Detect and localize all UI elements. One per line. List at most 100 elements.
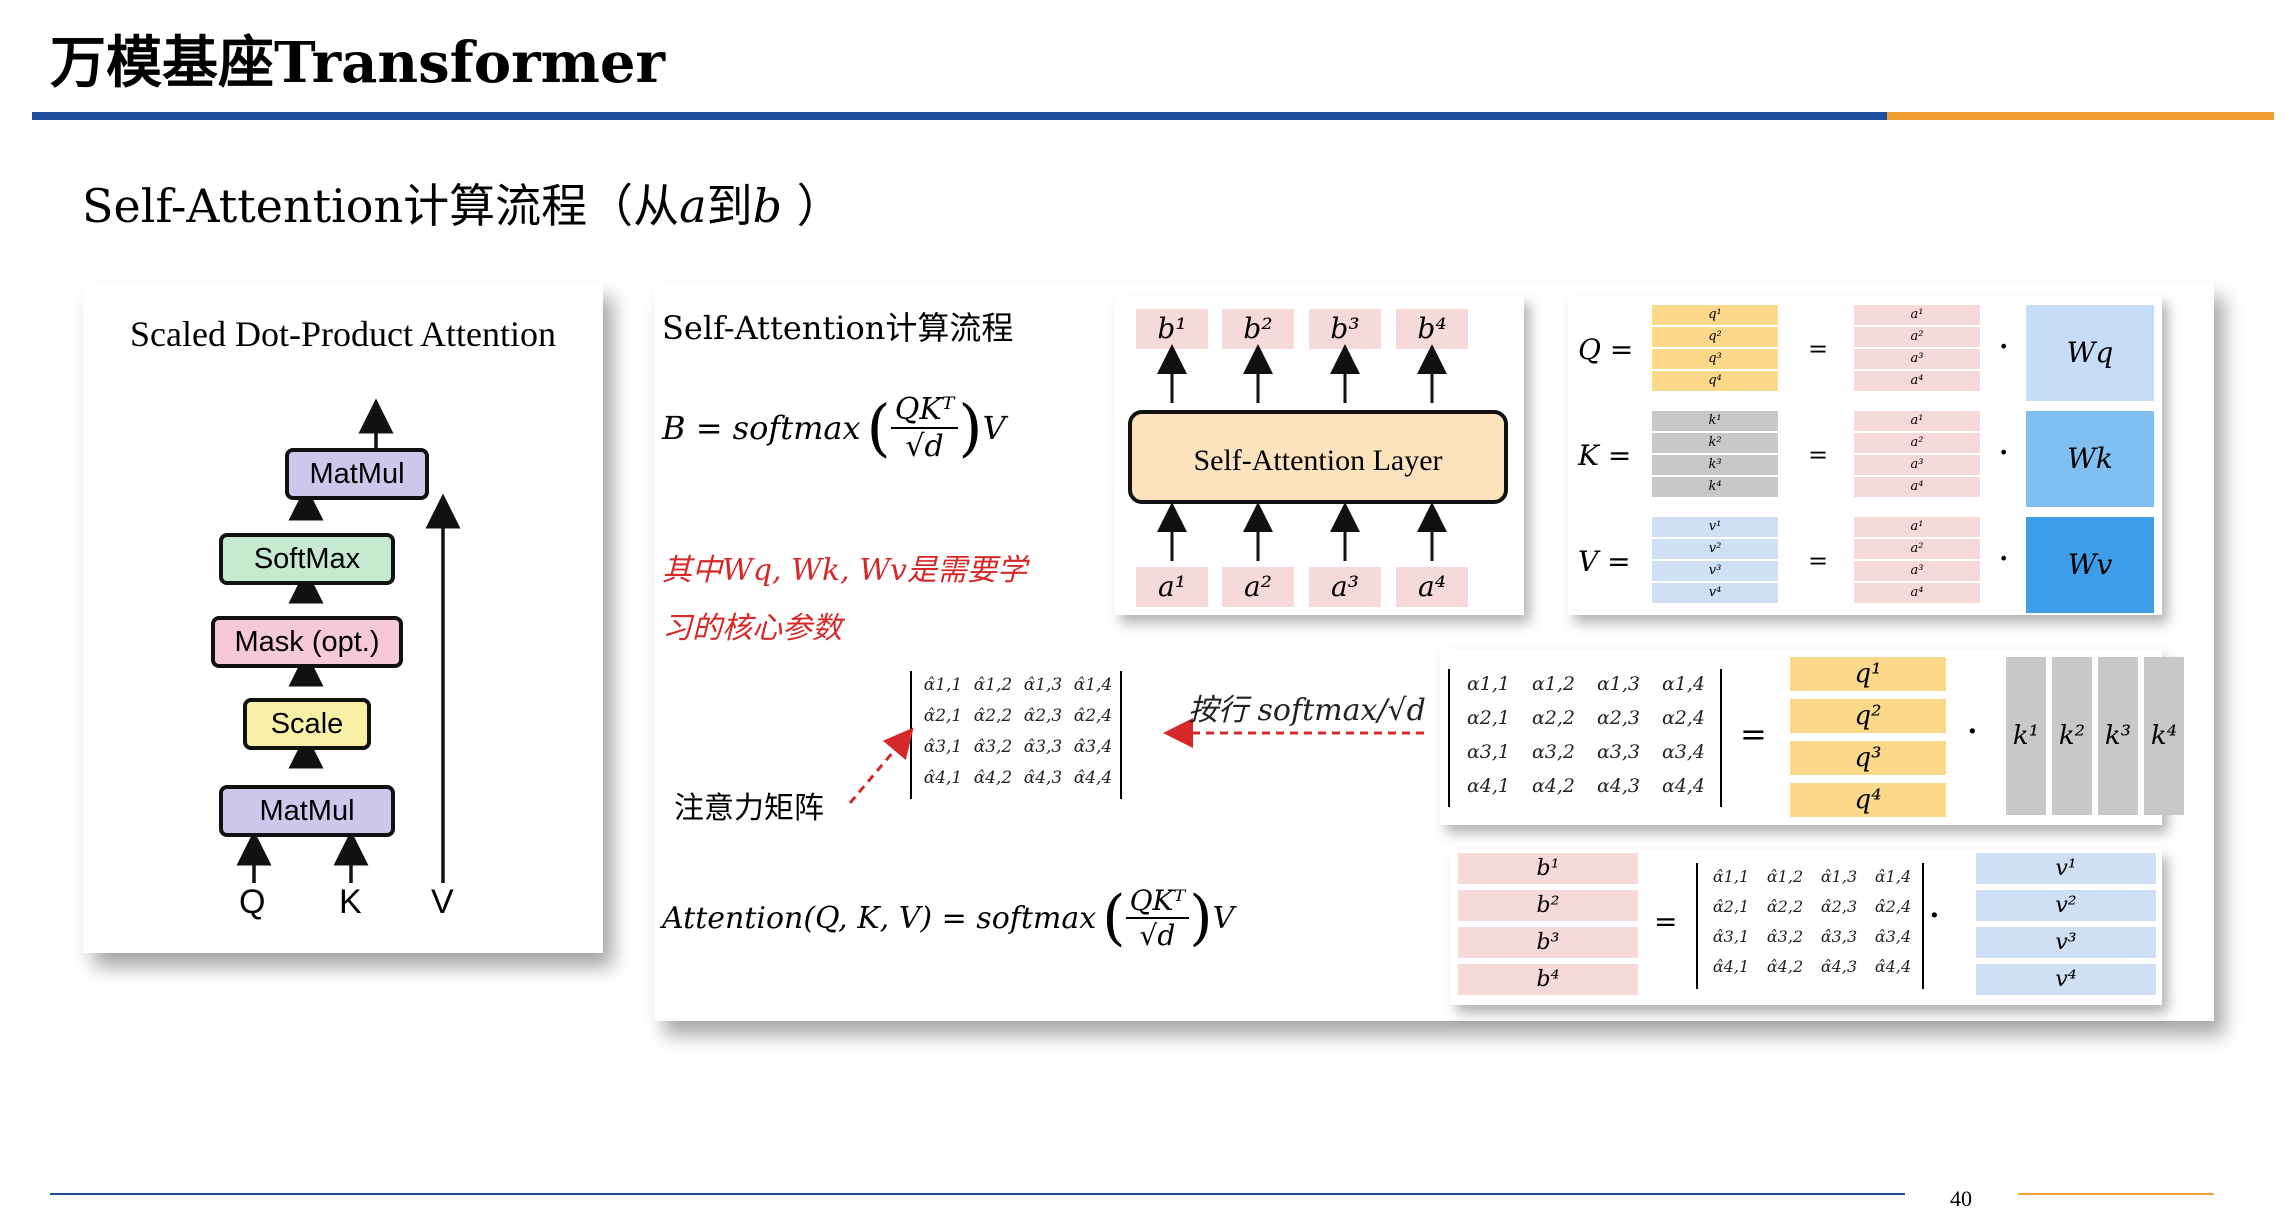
matrix-cell: α4,1 bbox=[1466, 775, 1511, 797]
output-v-cell: v² bbox=[1976, 890, 2156, 921]
matrix-cell: α̂1,1 bbox=[1712, 867, 1750, 886]
qkv-left-cell: v¹ bbox=[1652, 517, 1778, 537]
score-dot: · bbox=[1966, 709, 1979, 755]
weight-matrix: Wv bbox=[2026, 517, 2154, 613]
header-rule-orange bbox=[1887, 112, 2274, 120]
block-matmul-bottom: MatMul bbox=[219, 785, 395, 837]
matrix-cell: α̂1,2 bbox=[1766, 867, 1804, 886]
score-k-cell: k¹ bbox=[2006, 657, 2046, 815]
qkv-a-cell: a⁴ bbox=[1854, 477, 1980, 497]
qkv-label: V = bbox=[1578, 545, 1631, 578]
block-softmax: SoftMax bbox=[219, 533, 395, 585]
matrix-cell: α̂4,4 bbox=[1073, 768, 1113, 788]
main-card: Self-Attention计算流程 B = softmax ( QKᵀ √d … bbox=[654, 283, 2214, 1021]
qkv-left-cell: k¹ bbox=[1652, 411, 1778, 431]
qkv-a-cell: a⁴ bbox=[1854, 371, 1980, 391]
qkv-left-cell: q⁴ bbox=[1652, 371, 1778, 391]
block-scale: Scale bbox=[243, 698, 371, 750]
qkv-a-cell: a² bbox=[1854, 327, 1980, 347]
matrix-cell: α̂4,1 bbox=[1712, 957, 1750, 976]
qkv-left-cell: v³ bbox=[1652, 561, 1778, 581]
softmax-label: 按行 softmax/√d bbox=[1188, 693, 1426, 728]
attention-formula-num: QKᵀ bbox=[1125, 884, 1190, 919]
input-q: Q bbox=[239, 883, 266, 921]
layer-out-b1: b¹ bbox=[1136, 309, 1208, 349]
output-v-cell: v⁴ bbox=[1976, 964, 2156, 995]
matrix-cell: α̂2,2 bbox=[1766, 897, 1804, 916]
qkv-a-cell: a³ bbox=[1854, 349, 1980, 369]
layer-in-a1: a¹ bbox=[1136, 567, 1208, 607]
score-k-cell: k⁴ bbox=[2144, 657, 2184, 815]
attention-formula-lhs: Attention(Q, K, V) = softmax bbox=[662, 900, 1097, 936]
subtitle-pre: Self-Attention计算流程（从 bbox=[82, 179, 680, 233]
matrix-cell: α1,3 bbox=[1596, 673, 1641, 695]
matrix-cell: α̂3,1 bbox=[923, 737, 963, 757]
attention-formula-paren: ( bbox=[1102, 883, 1126, 953]
matrix-cell: α̂1,1 bbox=[923, 675, 963, 695]
qkv-a-cell: a¹ bbox=[1854, 517, 1980, 537]
layer-out-b2: b² bbox=[1222, 309, 1294, 349]
note-line1: 其中Wq, Wk, Wv是需要学 bbox=[662, 553, 1027, 588]
qkv-left-cell: q¹ bbox=[1652, 305, 1778, 325]
attention-formula-frac: QKᵀ √d bbox=[1125, 884, 1190, 952]
output-b-cell: b² bbox=[1458, 890, 1638, 921]
attention-formula-paren-close: ) bbox=[1189, 883, 1213, 953]
matrix-cell: α4,2 bbox=[1531, 775, 1576, 797]
qkv-dot: · bbox=[1998, 433, 2010, 474]
qkv-dot: · bbox=[1998, 327, 2010, 368]
slide-title: 万模基座Transformer bbox=[50, 30, 665, 96]
layer-out-b3: b³ bbox=[1309, 309, 1381, 349]
score-q-cell: q⁴ bbox=[1790, 783, 1946, 817]
subtitle-a: a bbox=[679, 179, 707, 233]
qkv-a-cell: a¹ bbox=[1854, 305, 1980, 325]
layer-arrows bbox=[1157, 344, 1447, 561]
matrix-cell: α̂2,4 bbox=[1073, 706, 1113, 726]
attention-label-arrow bbox=[848, 727, 914, 804]
matrix-cell: α̂2,3 bbox=[1820, 897, 1858, 916]
matrix-cell: α4,4 bbox=[1661, 775, 1706, 797]
output-v-cell: v¹ bbox=[1976, 853, 2156, 884]
qkv-eq: = bbox=[1808, 547, 1829, 575]
layer-in-a3: a³ bbox=[1309, 567, 1381, 607]
weight-matrix: Wk bbox=[2026, 411, 2154, 507]
subtitle-b: b bbox=[752, 179, 783, 233]
matrix-cell: α̂1,3 bbox=[1023, 675, 1063, 695]
matrix-cell: α̂4,3 bbox=[1023, 768, 1063, 788]
slide-subtitle: Self-Attention计算流程（从a到b ） bbox=[82, 170, 843, 236]
qkv-eq: = bbox=[1808, 335, 1829, 363]
input-k: K bbox=[339, 883, 362, 921]
score-k-cell: k² bbox=[2052, 657, 2092, 815]
score-k-cell: k³ bbox=[2098, 657, 2138, 815]
block-matmul-top: MatMul bbox=[285, 448, 429, 500]
matrix-cell: α̂4,2 bbox=[1766, 957, 1804, 976]
qkv-left-cell: k² bbox=[1652, 433, 1778, 453]
qkv-a-cell: a² bbox=[1854, 539, 1980, 559]
attention-formula-den: √d bbox=[1139, 919, 1176, 952]
layer-in-a4: a⁴ bbox=[1396, 567, 1468, 607]
formula-b-lhs: B = softmax bbox=[662, 408, 861, 447]
formula-b-frac: QKᵀ √d bbox=[890, 392, 959, 464]
attention-matrix-label: 注意力矩阵 bbox=[674, 791, 824, 826]
qkv-left-cell: q³ bbox=[1652, 349, 1778, 369]
qkv-left-cell: k⁴ bbox=[1652, 477, 1778, 497]
matrix-cell: α3,4 bbox=[1661, 741, 1706, 763]
sdpa-card: Scaled Dot-Product Attention MatMul Soft… bbox=[83, 283, 603, 953]
formula-b: B = softmax ( QKᵀ √d ) V bbox=[662, 391, 1006, 464]
attention-formula: Attention(Q, K, V) = softmax ( QKᵀ √d ) … bbox=[662, 883, 1234, 953]
output-b-cell: b³ bbox=[1458, 927, 1638, 958]
matrix-cell: α̂3,1 bbox=[1712, 927, 1750, 946]
matrix-cell: α2,4 bbox=[1661, 707, 1706, 729]
score-q-cell: q¹ bbox=[1790, 657, 1946, 691]
matrix-cell: α1,1 bbox=[1466, 673, 1511, 695]
score-q-cell: q² bbox=[1790, 699, 1946, 733]
note-line2: 习的核心参数 bbox=[662, 611, 842, 646]
matrix-cell: α̂1,4 bbox=[1073, 675, 1113, 695]
layer-out-b4: b⁴ bbox=[1396, 309, 1468, 349]
matrix-cell: α4,3 bbox=[1596, 775, 1641, 797]
matrix-cell: α2,1 bbox=[1466, 707, 1511, 729]
matrix-cell: α̂4,2 bbox=[973, 768, 1013, 788]
